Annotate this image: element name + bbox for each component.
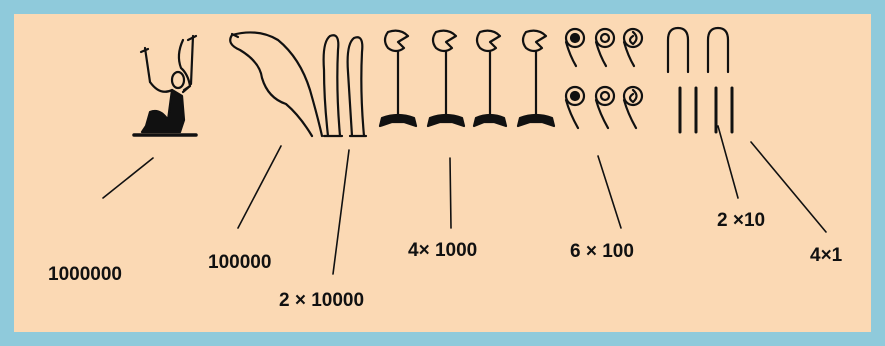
lotus-thousand-glyph <box>380 31 554 126</box>
heel-ten-glyph <box>668 28 728 72</box>
label-tens: 2 ×10 <box>717 210 765 232</box>
label-thousands: 4× 1000 <box>408 240 477 262</box>
label-ten-thousands: 2 × 10000 <box>279 290 364 312</box>
coil-hundred-glyph <box>566 29 642 128</box>
stroke-one-glyph <box>680 88 732 132</box>
label-hundreds: 6 × 100 <box>570 241 634 263</box>
tadpole-hundred-thousand-glyph <box>230 32 322 136</box>
fingers-ten-thousand-glyph <box>324 35 366 136</box>
seated-god-million-glyph <box>134 36 196 135</box>
label-ones: 4×1 <box>810 245 842 267</box>
label-hundred-thousand: 100000 <box>208 252 271 274</box>
label-million: 1000000 <box>48 264 122 286</box>
